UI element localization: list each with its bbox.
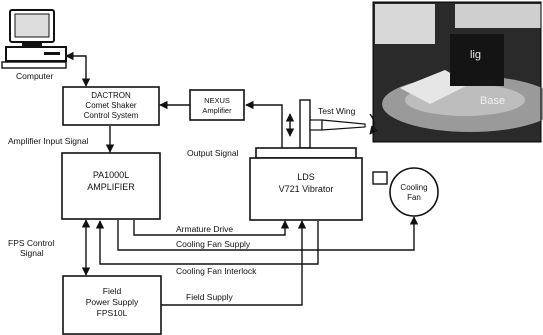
cooling-fan-interlock-label: Cooling Fan Interlock [176, 266, 257, 276]
cooling-fan-supply-label: Cooling Fan Supply [176, 239, 251, 249]
cooling-fan-line2: Fan [407, 193, 421, 202]
amplifier-input-label: Amplifier Input Signal [8, 136, 88, 146]
power-supply-line3: FPS10L [97, 308, 128, 318]
dactron-line3: Control System [84, 111, 139, 120]
nexus-box: NEXUS Amplifier [190, 90, 244, 120]
power-supply-box: Field Power Supply FPS10L [63, 276, 161, 334]
dactron-box: DACTRON Comet Shaker Control System [63, 87, 159, 125]
computer-dactron-link [66, 56, 86, 86]
vibrator-box: LDS V721 Vibrator [250, 148, 362, 220]
fps-control-label-line2: Signal [20, 248, 44, 258]
nexus-line2: Amplifier [202, 106, 232, 115]
computer-icon [2, 10, 66, 68]
photo-label-base: Base [480, 95, 505, 107]
armature-drive-label: Armature Drive [176, 224, 233, 234]
test-wing-label: Test Wing [318, 106, 356, 116]
amplifier-box: PA1000L AMPLIFIER [62, 153, 160, 219]
photo-inset: lig Base [373, 2, 543, 142]
power-supply-line1: Field [103, 286, 122, 296]
dactron-line2: Comet Shaker [85, 101, 136, 110]
fps-control-label-line1: FPS Control [8, 238, 54, 248]
dactron-line1: DACTRON [91, 91, 131, 100]
cooling-fan-supply-link [118, 217, 414, 250]
computer-label: Computer [16, 71, 53, 81]
cooling-fan-line1: Cooling [400, 183, 427, 192]
vibrator-line2: V721 Vibrator [279, 184, 334, 194]
output-signal-link [246, 105, 282, 148]
vibrator-line1: LDS [297, 172, 315, 182]
amplifier-line1: PA1000L [93, 170, 129, 180]
power-supply-line2: Power Supply [86, 297, 139, 307]
photo-label-jig: lig [470, 49, 481, 61]
output-signal-label: Output Signal [187, 148, 239, 158]
cooling-fan: Cooling Fan [373, 168, 438, 216]
nexus-line1: NEXUS [204, 96, 230, 105]
field-supply-label: Field Supply [186, 292, 234, 302]
amplifier-line2: AMPLIFIER [87, 182, 135, 192]
